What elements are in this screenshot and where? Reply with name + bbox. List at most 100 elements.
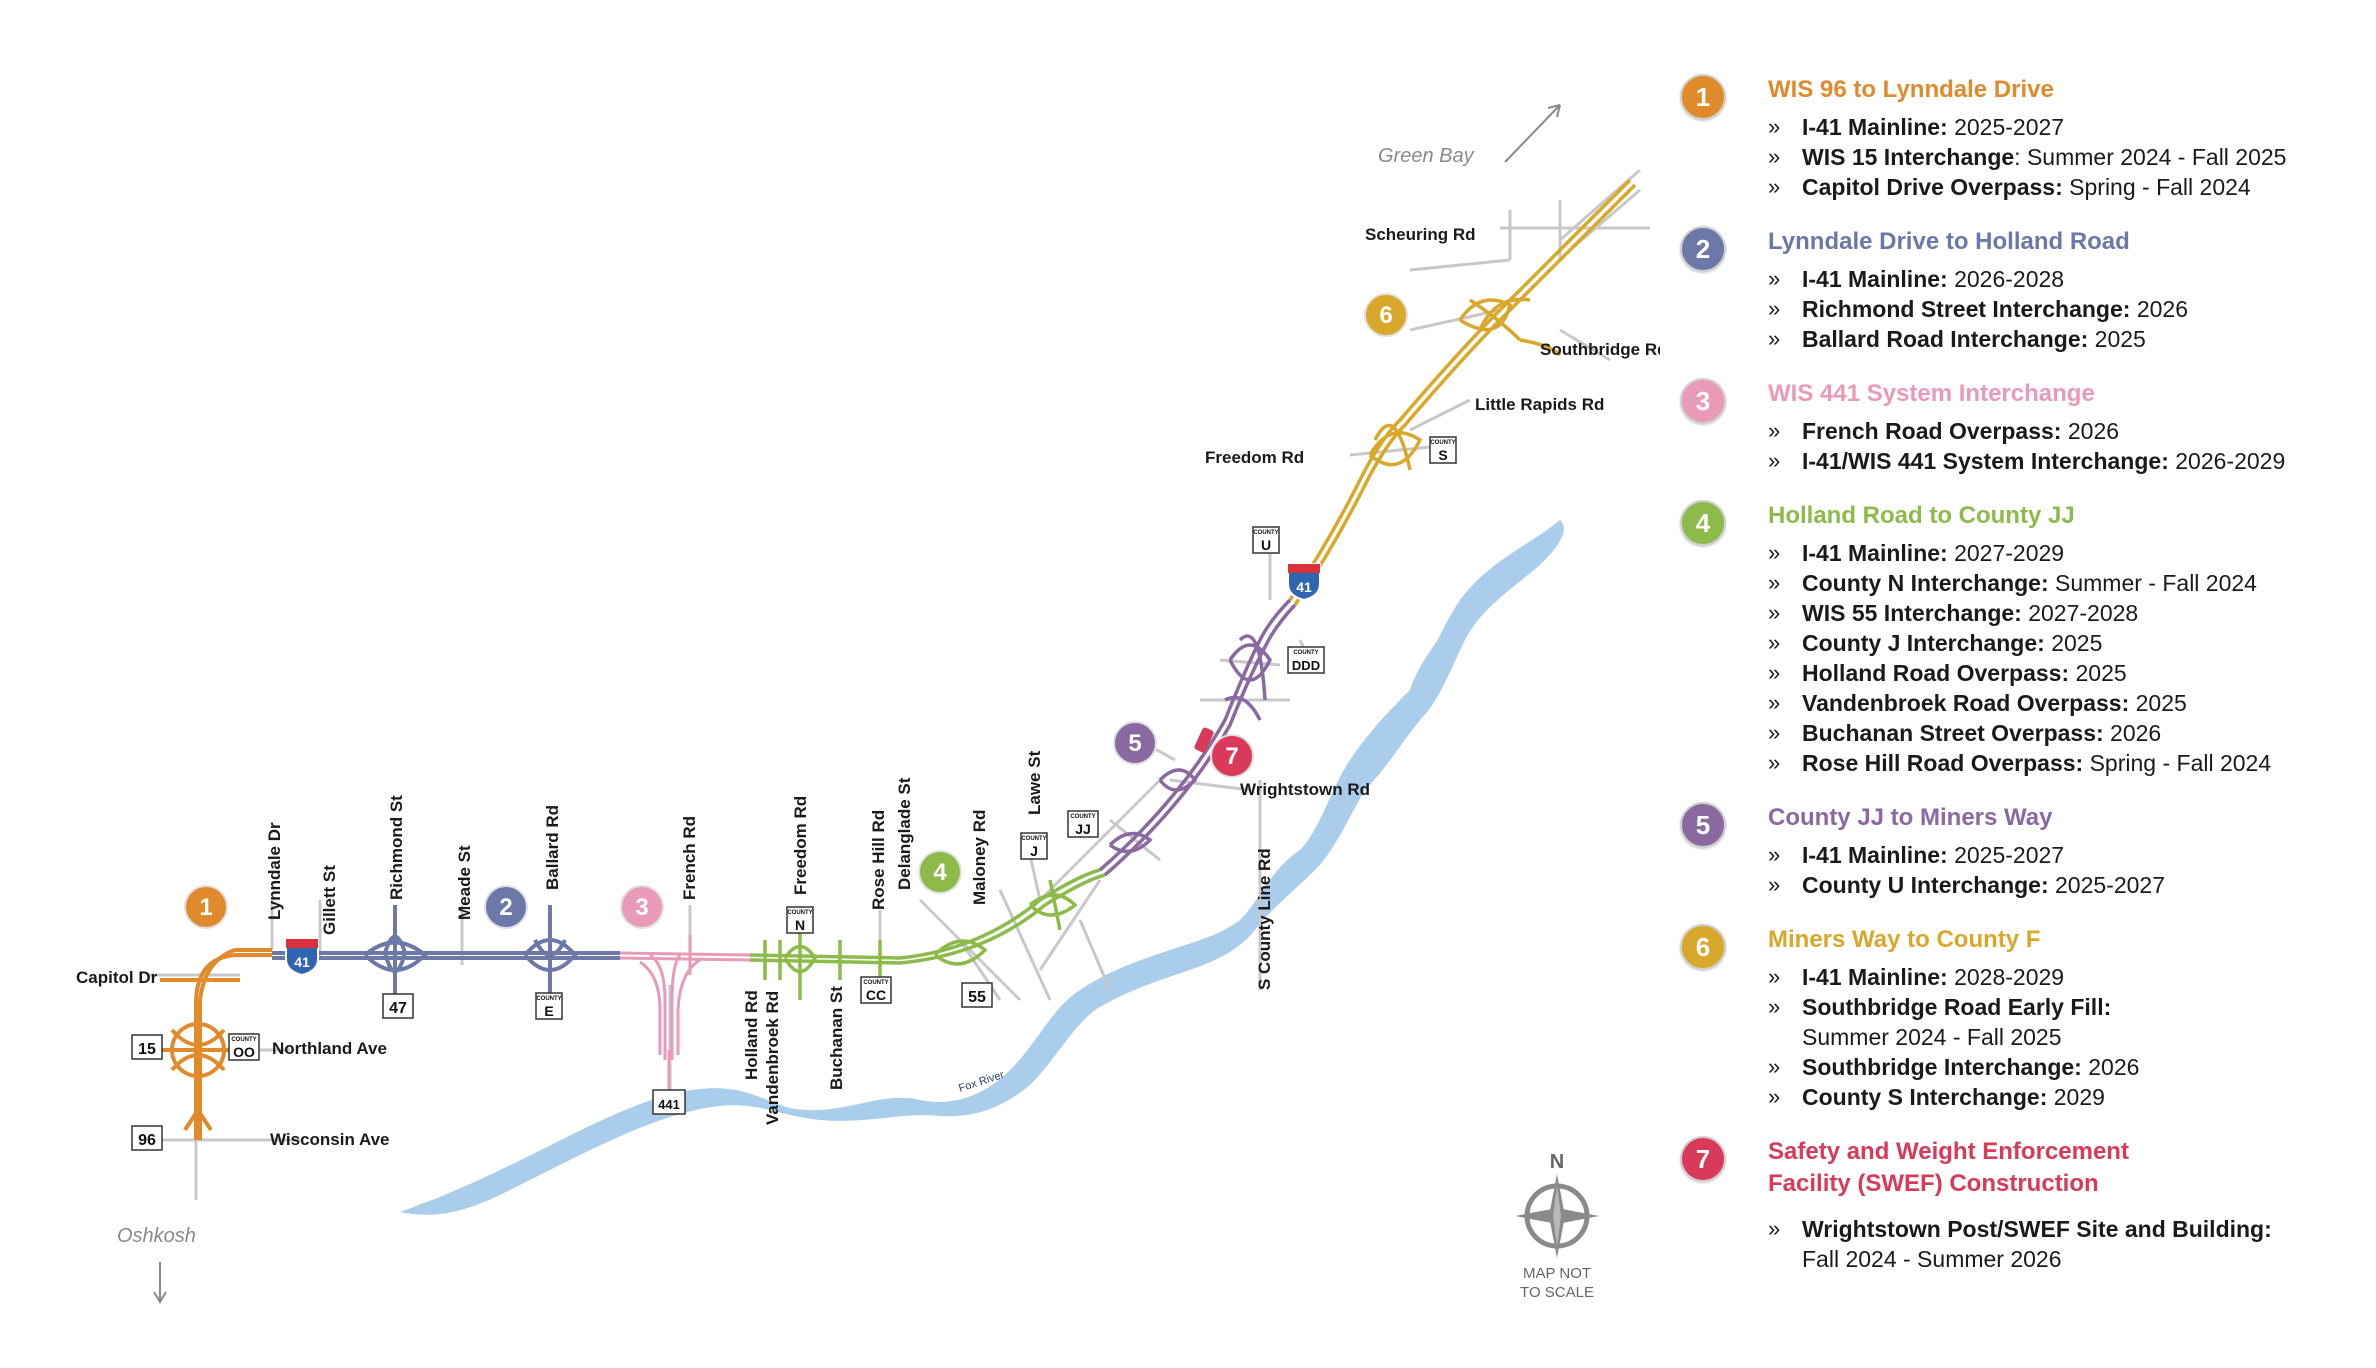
legend-title: County JJ to Miners Way <box>1768 802 2340 834</box>
swef-site <box>1194 727 1214 753</box>
svg-text:COUNTY: COUNTY <box>863 980 888 986</box>
legend-item: I-41 Mainline: 2027-2029 <box>1768 538 2340 568</box>
legend-title-text: Safety and Weight Enforcement <box>1768 1138 2129 1165</box>
legend-items: I-41 Mainline: 2028-2029Southbridge Road… <box>1768 962 2340 1112</box>
legend-title-text: Miners Way to County F <box>1768 926 2041 953</box>
legend-title: WIS 441 System Interchange <box>1768 378 2340 410</box>
svg-text:COUNTY: COUNTY <box>1430 440 1455 446</box>
county-s-shield-icon: COUNTY S <box>1429 436 1457 464</box>
county-jj-shield-icon: COUNTY JJ <box>1067 810 1099 838</box>
legend-item-label: WIS 55 Interchange: <box>1802 600 2022 626</box>
legend-item-value: : Summer 2024 - Fall 2025 <box>2014 144 2287 170</box>
label-little-rapids-rd: Little Rapids Rd <box>1475 395 1604 414</box>
compass-north: N <box>1550 1151 1564 1173</box>
legend-title: Lynndale Drive to Holland Road <box>1768 226 2340 258</box>
green-bay-arrowhead-icon <box>1547 104 1561 118</box>
legend-marker-7: 7 <box>1680 1136 1726 1182</box>
legend-group-6: 6 Miners Way to County F I-41 Mainline: 20… <box>1680 924 2340 1112</box>
legend-item-label: Vandenbroek Road Overpass: <box>1802 690 2130 716</box>
county-cc-shield-icon: COUNTY CC <box>860 976 892 1004</box>
label-delanglade-st: Delanglade St <box>895 777 914 890</box>
legend-item-value: 2026 <box>2130 296 2188 322</box>
legend-group-4: 4 Holland Road to County JJ I-41 Mainline:… <box>1680 500 2340 778</box>
legend-item-label: Ballard Road Interchange: <box>1802 326 2089 352</box>
legend-item: WIS 15 Interchange: Summer 2024 - Fall 2… <box>1768 142 2340 172</box>
legend-item: County N Interchange: Summer - Fall 2024 <box>1768 568 2340 598</box>
legend-title-text: County JJ to Miners Way <box>1768 804 2053 831</box>
compass-icon: N MAP NOT TO SCALE <box>1515 1151 1599 1301</box>
wis441-shield-icon: 441 <box>652 1089 686 1115</box>
legend-item-value: Summer - Fall 2024 <box>2048 570 2257 596</box>
svg-text:47: 47 <box>389 1000 407 1017</box>
legend-item-value: 2026 <box>2103 720 2162 746</box>
legend-item: I-41 Mainline: 2025-2027 <box>1768 840 2340 870</box>
svg-text:COUNTY: COUNTY <box>1253 530 1278 536</box>
legend-item: I-41/WIS 441 System Interchange: 2026-20… <box>1768 446 2340 476</box>
legend-item: French Road Overpass: 2026 <box>1768 416 2340 446</box>
svg-text:41: 41 <box>294 954 310 970</box>
svg-text:CC: CC <box>866 987 886 1003</box>
svg-text:441: 441 <box>658 1097 680 1112</box>
legend-item-value: 2026-2029 <box>2168 448 2286 474</box>
svg-text:S: S <box>1438 447 1447 463</box>
map-marker-3: 3 <box>620 885 664 929</box>
legend-item: Southbridge Interchange: 2026 <box>1768 1052 2340 1082</box>
label-meade-st: Meade St <box>455 845 474 920</box>
wis96-shield-icon: 96 <box>131 1125 163 1151</box>
legend-item-value: Summer 2024 - Fall 2025 <box>1802 1024 2062 1050</box>
legend-item: Southbridge Road Early Fill:Summer 2024 … <box>1768 992 2340 1052</box>
legend-item: County U Interchange: 2025-2027 <box>1768 870 2340 900</box>
legend-item: Holland Road Overpass: 2025 <box>1768 658 2340 688</box>
label-buchanan-st: Buchanan St <box>827 986 846 1090</box>
route-shields: 41 41 47 441 55 15 96 <box>131 436 1457 1151</box>
legend-item-label: French Road Overpass: <box>1802 418 2062 444</box>
segment-3-roads <box>619 935 751 1090</box>
svg-text:1: 1 <box>199 894 212 921</box>
legend-item-label: I-41 Mainline: <box>1802 964 1948 990</box>
segment-2-roads <box>272 905 620 1005</box>
legend-marker-4: 4 <box>1680 500 1726 546</box>
legend-title: Miners Way to County F <box>1768 924 2340 956</box>
label-lawe-st: Lawe St <box>1025 750 1044 815</box>
map-marker-4: 4 <box>918 850 962 894</box>
svg-text:U: U <box>1261 537 1271 553</box>
legend-title: Holland Road to County JJ <box>1768 500 2340 532</box>
i41-shield-west-icon: 41 <box>285 938 319 977</box>
svg-text:DDD: DDD <box>1292 658 1320 673</box>
segment-4-roads <box>749 868 1106 1000</box>
label-northland-ave: Northland Ave <box>272 1039 387 1058</box>
svg-text:15: 15 <box>138 1041 156 1058</box>
legend-items: I-41 Mainline: 2027-2029County N Interch… <box>1768 538 2340 778</box>
label-gillett-st: Gillett St <box>320 865 339 935</box>
legend-item-label: County U Interchange: <box>1802 872 2049 898</box>
svg-text:JJ: JJ <box>1075 821 1091 837</box>
legend-item-value: 2029 <box>2047 1084 2105 1110</box>
city-labels: Green Bay Oshkosh <box>117 104 1561 1304</box>
legend-item-label: I-41 Mainline: <box>1802 266 1948 292</box>
legend-marker-2: 2 <box>1680 226 1726 272</box>
label-freedom-rd-north: Freedom Rd <box>1205 448 1304 467</box>
segment-markers: 1 2 3 4 5 6 7 <box>184 293 1408 929</box>
label-southbridge-rd: Southbridge Rd <box>1540 340 1660 359</box>
legend-item-label: Capitol Drive Overpass: <box>1802 174 2063 200</box>
legend-marker-6: 6 <box>1680 924 1726 970</box>
label-wisconsin-ave: Wisconsin Ave <box>270 1130 390 1149</box>
legend-item: Capitol Drive Overpass: Spring - Fall 20… <box>1768 172 2340 202</box>
project-map: Fox River <box>76 104 1660 1304</box>
legend-item-value: 2025 <box>2069 660 2127 686</box>
label-holland-rd: Holland Rd <box>742 990 761 1080</box>
svg-text:4: 4 <box>933 859 947 886</box>
legend-item-label: Richmond Street Interchange: <box>1802 296 2131 322</box>
oshkosh-arrowhead-icon <box>153 1291 167 1304</box>
legend-title-text: Lynndale Drive to Holland Road <box>1768 228 2130 255</box>
map-marker-2: 2 <box>484 885 528 929</box>
legend-item: Rose Hill Road Overpass: Spring - Fall 2… <box>1768 748 2340 778</box>
label-french-rd: French Rd <box>680 816 699 900</box>
legend-item: Vandenbroek Road Overpass: 2025 <box>1768 688 2340 718</box>
county-oo-shield-icon: COUNTY OO <box>228 1033 260 1061</box>
label-rose-hill-rd: Rose Hill Rd <box>869 810 888 910</box>
legend-item-value: Spring - Fall 2024 <box>2062 174 2251 200</box>
